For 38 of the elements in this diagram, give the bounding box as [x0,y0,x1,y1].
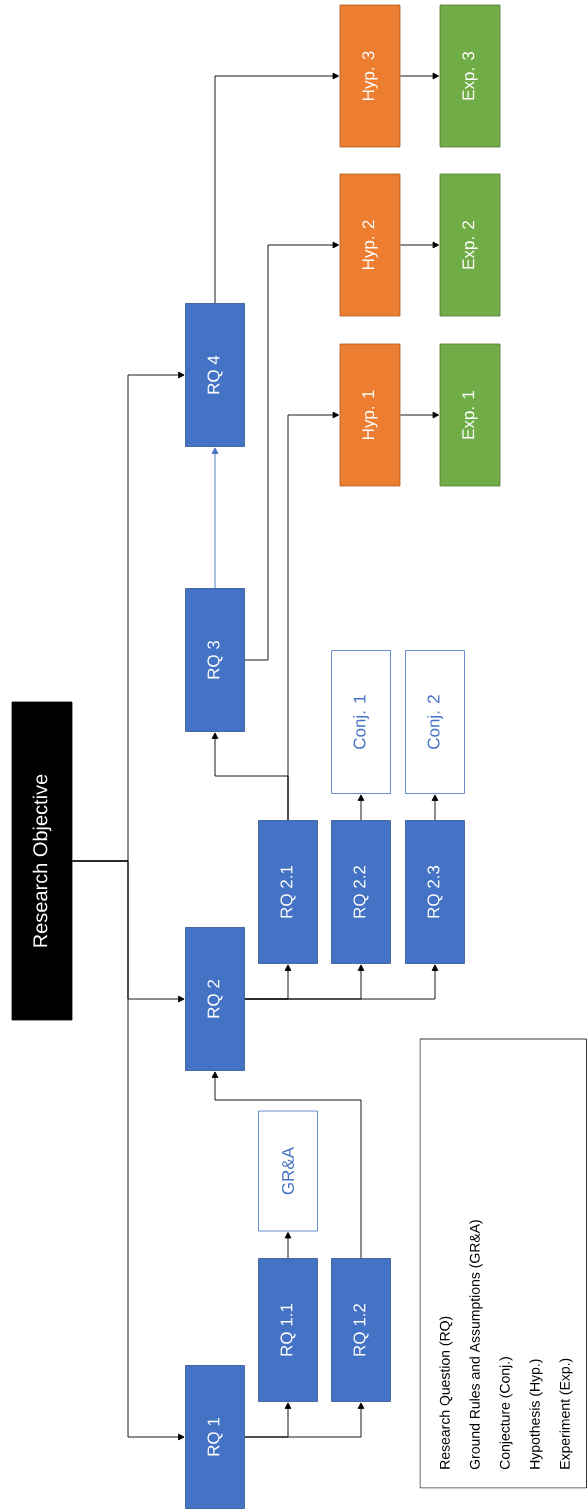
question-box: RQ 1 [185,1365,245,1509]
note-box: GR&A [258,1110,318,1232]
experiment-box: Exp. 2 [439,173,501,317]
arrow [431,794,439,821]
question-box: RQ 2.3 [405,820,465,964]
experiment-box: Exp. 3 [439,4,501,148]
arrow [211,1071,362,1259]
arrow [244,1402,365,1438]
arrow [399,241,440,249]
arrow [399,72,440,80]
arrow [244,241,340,661]
legend-text: Experiment (Exp.) [559,1358,573,1469]
arrow [211,447,219,589]
legend-text: Conjecture (Conj.) [499,1357,513,1470]
arrow [71,371,185,862]
legend-text: Research Question (RQ) [439,1316,453,1469]
question-box: RQ 3 [185,588,245,732]
question-box: RQ 1.2 [331,1258,391,1402]
hypothesis-box: Hyp. 1 [339,343,401,487]
hypothesis-box: Hyp. 2 [339,173,401,317]
arrow [244,964,439,1000]
arrow [287,411,340,821]
question-box: RQ 1.1 [258,1258,318,1402]
arrow [399,411,440,419]
objective-box: Research Objective [11,701,73,1021]
question-box: RQ 2.2 [331,820,391,964]
legend-text: Hypothesis (Hyp.) [529,1359,543,1469]
arrow [214,72,340,304]
arrow [284,1231,292,1259]
note-box: Conj. 2 [405,650,465,794]
question-box: RQ 2 [185,927,245,1071]
experiment-box: Exp. 1 [439,343,501,487]
hypothesis-box: Hyp. 3 [339,4,401,148]
legend-text: Ground Rules and Assumptions (GR&A) [469,1220,483,1470]
question-box: RQ 4 [185,303,245,447]
question-box: RQ 2.1 [258,820,318,964]
arrow [357,794,365,821]
note-box: Conj. 1 [331,650,391,794]
